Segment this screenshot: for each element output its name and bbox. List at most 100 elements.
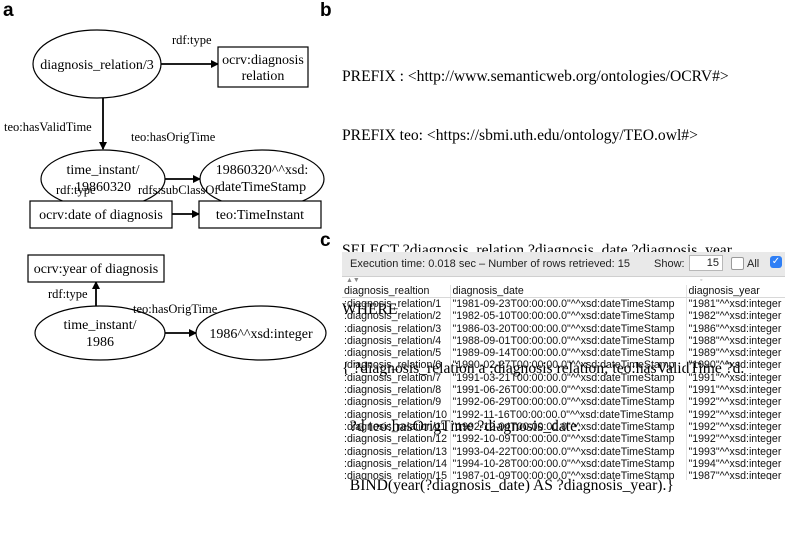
all-label: All [747, 258, 760, 270]
table-cell: "1994"^^xsd:integer [685, 457, 785, 471]
table-cell: "1991"^^xsd:integer [685, 384, 785, 397]
table-row[interactable]: :diagnosis_relation/15"1987-01-09T00:00:… [342, 470, 785, 480]
sparql-line: PREFIX : <http://www.semanticweb.org/ont… [342, 68, 729, 86]
table-row[interactable]: :diagnosis_relation/3 "1986-03-20T00:00:0… [342, 322, 785, 335]
column-handle-icon[interactable]: ◦ [700, 277, 703, 284]
edge-label: rdf:type [172, 33, 212, 47]
node-label: 1986^^xsd:integer [209, 327, 313, 342]
node-time-instant-top [40, 149, 166, 209]
table-cell: "1982"^^xsd:integer [685, 310, 785, 323]
table-cell: :diagnosis_relation/12 [344, 433, 448, 446]
table-row[interactable]: :diagnosis_relation/14"1994-10-28T00:00:… [342, 457, 785, 471]
table-cell: "1981-09-23T00:00:00.0"^^xsd:dateTimeSta… [449, 297, 686, 311]
node-label: 1986 [86, 335, 114, 350]
table-cell: :diagnosis_relation/1 [344, 298, 442, 310]
table-cell: :diagnosis_relation/9 [344, 396, 442, 409]
table-cell: "1990"^^xsd:integer [685, 359, 785, 372]
node-year-of-diagnosis [27, 254, 165, 283]
table-cell: "1982-05-10T00:00:00.0"^^xsd:dateTimeSta… [449, 310, 686, 323]
results-table: diagnosis_realtion diagnosis_date diagno… [342, 285, 785, 480]
edge-label: rdf:type [56, 183, 96, 197]
table-cell: "1988-09-01T00:00:00.0"^^xsd:dateTimeSta… [449, 334, 686, 348]
table-cell: :diagnosis_relation/6 [344, 359, 442, 372]
table-row[interactable]: :diagnosis_relation/9 "1992-06-29T00:00:0… [342, 396, 785, 409]
table-row[interactable]: :diagnosis_relation/1 "1981-09-23T00:00:0… [342, 297, 785, 311]
rdf-diagram: a b c [3, 0, 332, 361]
table-cell: :diagnosis_relation/15 [344, 470, 448, 480]
table-cell: "1981"^^xsd:integer [685, 297, 785, 311]
table-row[interactable]: :diagnosis_relation/5"1989-09-14T00:00:0… [342, 347, 785, 360]
edge-label: rdfs:subClassOf [138, 183, 219, 197]
edge-label: rdf:type [48, 287, 88, 301]
results-body: :diagnosis_relation/1 "1981-09-23T00:00:0… [342, 297, 785, 480]
table-row[interactable]: :diagnosis_relation/13"1993-04-22T00:00:… [342, 445, 785, 458]
panel-label-c: c [320, 230, 331, 251]
node-label: ocrv:date of diagnosis [39, 208, 163, 223]
table-row[interactable]: :diagnosis_relation/11"1992-12-04T00:00:… [342, 420, 785, 434]
figure: a b c [3, 0, 785, 494]
table-row[interactable]: :diagnosis_relation/6 "1990-02-27T00:00:0… [342, 359, 785, 372]
sparql-gap [342, 185, 782, 202]
table-cell: "1992-06-29T00:00:00.0"^^xsd:dateTimeSta… [449, 396, 686, 409]
edge-label: teo:hasOrigTime [133, 302, 218, 316]
table-cell: "1987-01-09T00:00:00.0"^^xsd:dateTimeSta… [449, 470, 686, 480]
table-row[interactable]: :diagnosis_relation/8 "1991-06-26T00:00:0… [342, 384, 785, 397]
column-header[interactable]: diagnosis_date [449, 285, 686, 298]
edge-label: teo:hasOrigTime [131, 130, 216, 144]
node-label: time_instant/ [63, 318, 136, 333]
sort-row: ▲▼ ◦ [342, 277, 785, 287]
node-label: time_instant/ [66, 163, 139, 178]
checked-checkbox[interactable]: ✓ [770, 256, 782, 268]
table-cell: "1992"^^xsd:integer [685, 433, 785, 446]
node-orig-time-top [199, 149, 325, 209]
table-cell: "1992-10-09T00:00:00.0"^^xsd:dateTimeSta… [449, 433, 686, 446]
table-cell: "1992"^^xsd:integer [685, 396, 785, 409]
table-cell: :diagnosis_relation/8 [344, 384, 442, 397]
node-label: dateTimeStamp [218, 180, 306, 195]
table-cell: "1991-06-26T00:00:00.0"^^xsd:dateTimeSta… [449, 384, 686, 397]
table-cell: "1991"^^xsd:integer [685, 371, 785, 385]
table-row[interactable]: :diagnosis_relation/4"1988-09-01T00:00:0… [342, 334, 785, 348]
table-cell: "1993-04-22T00:00:00.0"^^xsd:dateTimeSta… [449, 445, 686, 458]
results-toolbar: Execution time: 0.018 sec – Number of ro… [342, 252, 785, 277]
table-cell: :diagnosis_relation/13 [344, 445, 448, 458]
table-cell: "1987"^^xsd:integer [685, 470, 785, 480]
show-label: Show: [654, 258, 685, 270]
table-cell: "1994-10-28T00:00:00.0"^^xsd:dateTimeSta… [449, 457, 686, 471]
table-cell: "1986"^^xsd:integer [685, 322, 785, 335]
table-cell: :diagnosis_relation/3 [344, 322, 442, 335]
all-checkbox[interactable] [731, 257, 744, 270]
table-cell: "1986-03-20T00:00:00.0"^^xsd:dateTimeSta… [449, 322, 686, 335]
table-cell: :diagnosis_relation/14 [344, 457, 448, 470]
node-diagnosis-relation [32, 29, 162, 99]
node-date-of-diagnosis [29, 200, 173, 229]
table-cell: "1990-02-27T00:00:00.0"^^xsd:dateTimeSta… [449, 359, 686, 372]
sparql-line: WHERE [342, 300, 398, 318]
table-cell: :diagnosis_relation/5 [344, 347, 442, 360]
column-header[interactable]: diagnosis_realtion [342, 285, 450, 298]
table-cell: "1989"^^xsd:integer [685, 347, 785, 360]
table-cell: "1992"^^xsd:integer [685, 420, 785, 434]
node-teo-time-instant [198, 200, 322, 229]
table-cell: :diagnosis_relation/11 [344, 420, 447, 433]
sort-arrows-icon[interactable]: ▲▼ [346, 277, 360, 284]
table-cell: "1991-03-21T00:00:00.0"^^xsd:dateTimeSta… [449, 371, 686, 385]
table-cell: :diagnosis_relation/2 [344, 310, 442, 323]
node-label: 19860320 [75, 180, 131, 195]
table-row[interactable]: :diagnosis_relation/10"1992-11-16T00:00:… [342, 408, 785, 421]
execution-status: Execution time: 0.018 sec – Number of ro… [350, 258, 631, 270]
column-header[interactable]: diagnosis_year [685, 285, 785, 298]
node-orig-time-bottom [195, 305, 327, 361]
table-row[interactable]: :diagnosis_relation/7 "1991-03-21T00:00:0… [342, 371, 785, 385]
query-results-panel: Execution time: 0.018 sec – Number of ro… [342, 252, 785, 480]
table-cell: "1992-11-16T00:00:00.0"^^xsd:dateTimeSta… [449, 408, 686, 421]
show-rows-input[interactable] [689, 255, 723, 271]
table-row[interactable]: :diagnosis_relation/12"1992-10-09T00:00:… [342, 433, 785, 446]
sparql-line: PREFIX teo: <https://sbmi.uth.edu/ontolo… [342, 126, 698, 144]
panel-label-b: b [320, 0, 332, 21]
edge-label: teo:hasValidTime [4, 120, 92, 134]
node-label: 19860320^^xsd: [216, 163, 308, 178]
node-ocrv-diagnosis-relation [217, 46, 309, 88]
table-row[interactable]: :diagnosis_relation/2 "1982-05-10T00:00:0… [342, 310, 785, 323]
table-cell: :diagnosis_relation/7 [344, 371, 442, 384]
